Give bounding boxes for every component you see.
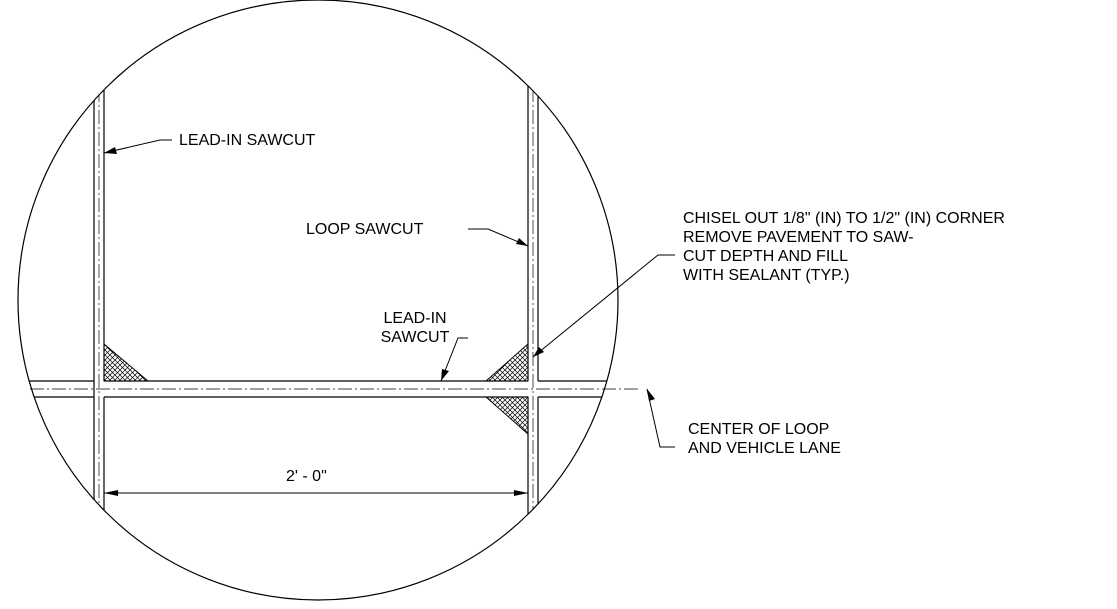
horizontal-sawcut	[18, 380, 618, 398]
center-of-loop-note: CENTER OF LOOP AND VEHICLE LANE	[688, 420, 841, 458]
detail-circle	[17, 0, 619, 601]
chiseled-corner-lower-right	[484, 396, 529, 436]
label-lead-in-middle-line-1: LEAD-IN	[383, 310, 447, 327]
center-note-line-2: AND VEHICLE LANE	[688, 440, 841, 457]
dimension-line	[104, 490, 528, 496]
chiseled-corner-upper-right	[484, 342, 529, 382]
chisel-note-line-2: REMOVE PAVEMENT TO SAW-	[683, 229, 914, 246]
chiseled-corner-left	[103, 342, 150, 382]
label-lead-in-middle-line-2: SAWCUT	[380, 329, 450, 346]
leader-lead-in-top	[103, 139, 172, 154]
leader-center	[646, 388, 675, 448]
label-lead-in-sawcut-middle: LEAD-IN SAWCUT	[371, 309, 459, 347]
chisel-note-line-1: CHISEL OUT 1/8" (IN) TO 1/2" (IN) CORNER	[683, 210, 1005, 227]
leader-loop-sawcut	[468, 228, 529, 247]
chisel-note-line-4: WITH SEALANT (TYP.)	[683, 267, 850, 284]
dimension-label: 2' - 0"	[286, 468, 327, 485]
leader-chisel	[532, 254, 675, 358]
chisel-note-line-3: CUT DEPTH AND FILL	[683, 248, 849, 265]
right-loop-sawcut	[527, 0, 539, 600]
center-note-line-1: CENTER OF LOOP	[688, 421, 830, 438]
label-loop-sawcut: LOOP SAWCUT	[306, 221, 424, 238]
leader-lead-in-middle	[440, 337, 468, 382]
label-lead-in-sawcut-top: LEAD-IN SAWCUT	[179, 132, 316, 149]
chisel-note: CHISEL OUT 1/8" (IN) TO 1/2" (IN) CORNER…	[683, 209, 1005, 285]
